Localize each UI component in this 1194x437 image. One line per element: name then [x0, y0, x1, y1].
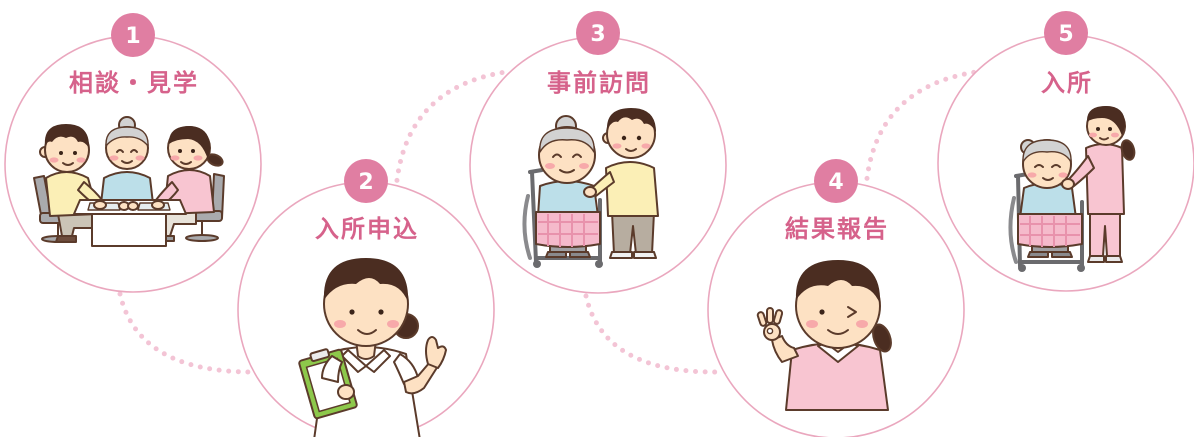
- consultation-illustration: [33, 116, 225, 247]
- connectors: [117, 69, 979, 375]
- man-figure: [583, 108, 659, 259]
- connector-dots-1-2: [117, 291, 255, 375]
- waving-hand-icon: [393, 336, 447, 395]
- elderly-person-figure: [1017, 139, 1083, 258]
- nurse-ok-sign-illustration: [756, 260, 892, 411]
- step-badge-5: 5: [1044, 11, 1088, 55]
- blanket-icon: [535, 211, 601, 248]
- nurse-figure: [155, 126, 224, 242]
- man-figure: [39, 124, 103, 243]
- connector-dots-2-3: [393, 69, 509, 193]
- step-badge-2: 2: [344, 159, 388, 203]
- table-icon: [73, 199, 187, 247]
- wheelchair-admission-illustration: [1008, 106, 1136, 272]
- step-number: 3: [590, 22, 605, 47]
- step-title-2: 入所申込: [315, 215, 419, 243]
- wheelchair-visit-illustration: [522, 108, 659, 268]
- step-title-5: 入所: [1041, 69, 1093, 97]
- step-title-1: 相談・見学: [69, 69, 199, 97]
- step-title-4: 結果報告: [785, 215, 889, 243]
- elderly-woman-figure: [535, 115, 601, 258]
- step-number: 4: [828, 170, 843, 195]
- blanket-icon: [1017, 213, 1083, 248]
- nurse-figure: [1085, 106, 1136, 263]
- step-badge-4: 4: [814, 159, 858, 203]
- step-number: 1: [125, 24, 140, 49]
- step-title-3: 事前訪問: [547, 69, 651, 97]
- step-badge-3: 3: [576, 11, 620, 55]
- ok-hand-icon: [756, 307, 799, 363]
- connector-dots-3-4: [583, 293, 723, 375]
- step-badge-1: 1: [111, 13, 155, 57]
- step-number: 2: [358, 170, 373, 195]
- connector-dots-4-5: [863, 69, 979, 191]
- nurse-hand: [1061, 178, 1075, 190]
- nurse-clipboard-illustration: [298, 258, 447, 437]
- step-number: 5: [1058, 22, 1073, 47]
